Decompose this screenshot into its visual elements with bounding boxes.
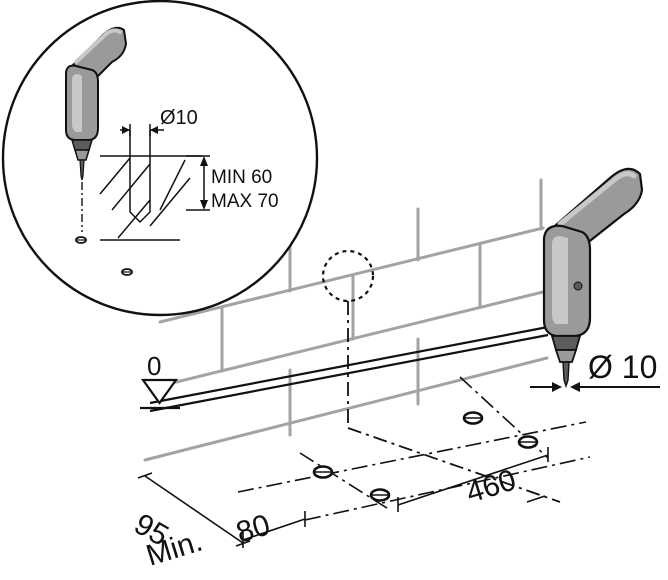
floor-level-label: 0 (147, 351, 161, 381)
drill-right (542, 167, 644, 389)
dimension-lines (137, 447, 549, 548)
level-triangle-icon (140, 378, 179, 405)
mounting-holes (312, 411, 539, 502)
arrow-left-icon (150, 126, 158, 134)
detail-inset-frame (1, 0, 319, 317)
drill-diameter-label: Ø 10 (588, 349, 657, 385)
brick-wall (143, 178, 549, 462)
inset-hole-section (99, 130, 210, 241)
floor-level-line (149, 325, 549, 413)
hole-spacing-label: 460 (462, 463, 520, 509)
inset-drill (65, 26, 127, 181)
arrow-up-icon (200, 156, 208, 166)
floor-level-marker: 0 (140, 351, 180, 410)
depth-min-label: MIN 60 (211, 167, 272, 188)
depth-max-label: MAX 70 (211, 191, 279, 212)
arrow-right-icon (122, 126, 130, 134)
drill-diameter-arrows (530, 382, 660, 392)
arrow-down-icon (200, 200, 208, 210)
row-offset-label: 80 (232, 508, 274, 549)
detail-inset: Ø10 MIN 60 MAX 70 (1, 0, 319, 317)
center-reference-line (347, 301, 561, 503)
detail-diameter-label: Ø10 (160, 107, 198, 129)
detail-marker-circle (321, 249, 375, 303)
